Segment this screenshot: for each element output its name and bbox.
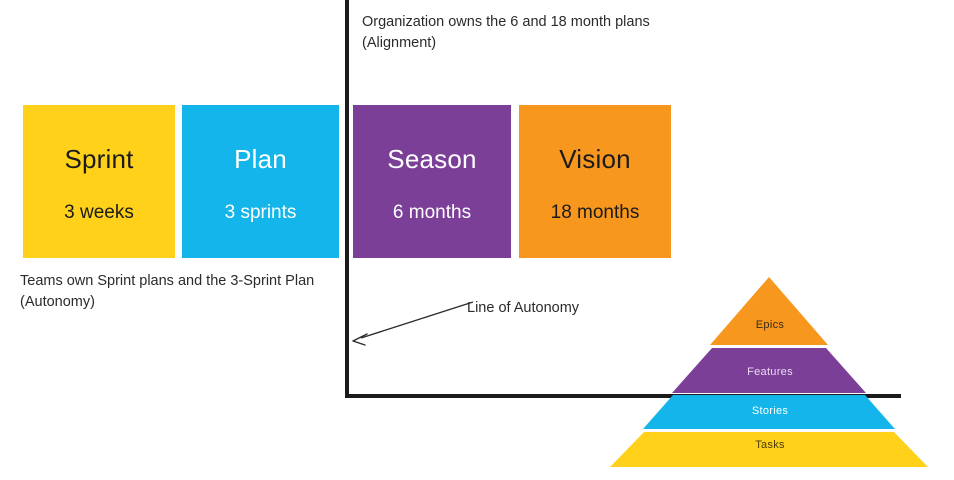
horizontal-baseline [345,394,901,398]
card-sprint-subtitle: 3 weeks [64,202,134,224]
card-vision[interactable]: Vision 18 months [519,105,671,258]
pyramid-layer-epics[interactable] [710,277,828,345]
card-plan[interactable]: Plan 3 sprints [182,105,339,258]
card-sprint[interactable]: Sprint 3 weeks [23,105,175,258]
organization-note: Organization owns the 6 and 18 month pla… [362,14,650,52]
pyramid-layer-stories[interactable] [643,395,895,429]
card-season-subtitle: 6 months [392,202,472,224]
card-vision-title: Vision [559,143,631,174]
card-vision-subtitle: 18 months [550,202,640,224]
card-plan-title: Plan [234,143,287,174]
card-plan-subtitle: 3 sprints [224,202,297,224]
line-of-autonomy-arrow-icon [352,301,474,346]
pyramid-layer-features[interactable] [672,348,866,393]
card-season[interactable]: Season 6 months [353,105,511,258]
vertical-divider-line [345,0,349,398]
teams-note: Teams own Sprint plans and the 3-Sprint … [20,273,315,311]
line-of-autonomy-label: Line of Autonomy [467,300,580,316]
card-season-title: Season [387,143,477,174]
work-item-pyramid: Epics Features Stories Tasks [598,273,942,471]
pyramid-layer-tasks[interactable] [610,432,928,467]
pyramid-shape [610,277,928,467]
card-sprint-title: Sprint [64,143,134,174]
